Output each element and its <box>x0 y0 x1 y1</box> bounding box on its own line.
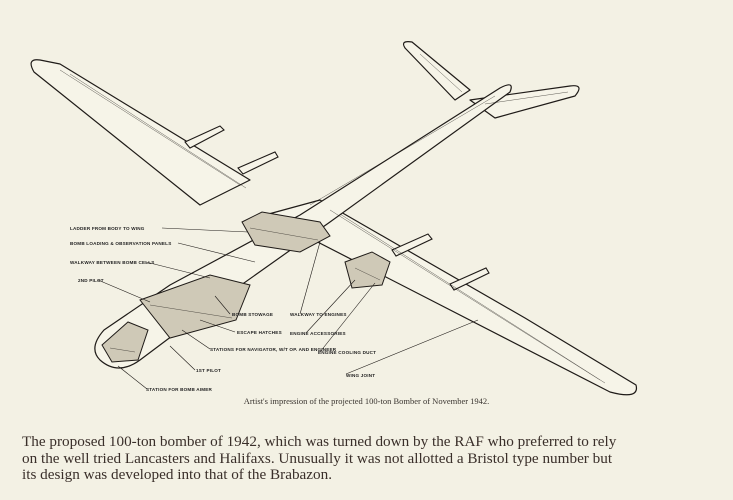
right-wing <box>264 199 638 396</box>
label-wing-joint: WING JOINT <box>346 373 375 378</box>
body-line: its design was developed into that of th… <box>22 466 333 483</box>
body-paragraph: The proposed 100-ton bomber of 1942, whi… <box>22 433 722 484</box>
label-bomb-stowage: BOMB STOWAGE <box>232 312 273 317</box>
engine-nacelle <box>449 267 490 291</box>
cutaway-wing-root <box>241 211 331 253</box>
bomber-illustration: LADDER FROM BODY TO WING BOMB LOADING & … <box>30 41 638 396</box>
body-line: on the well tried Lancasters and Halifax… <box>22 449 613 467</box>
label-second-pilot: 2ND PILOT <box>78 278 104 283</box>
label-engine-accessories: ENGINE ACCESSORIES <box>290 331 346 336</box>
tail-fin <box>402 41 471 101</box>
label-engine-cooling: ENGINE COOLING DUCT <box>318 350 376 355</box>
engine-nacelle <box>391 233 433 257</box>
cutaway-engine <box>344 251 391 289</box>
label-escape-hatches: ESCAPE HATCHES <box>237 330 282 335</box>
tail-plane <box>469 85 580 119</box>
figure-caption: Artist's impression of the projected 100… <box>243 396 490 406</box>
left-wing <box>30 59 251 206</box>
cutaway-nose <box>101 321 149 363</box>
label-bomb-loading: BOMB LOADING & OBSERVATION PANELS <box>70 241 171 246</box>
label-walkway-engines: WALKWAY TO ENGINES <box>290 312 347 317</box>
label-walkway-cells: WALKWAY BETWEEN BOMB CELLS <box>70 260 155 265</box>
engine-nacelle <box>184 125 225 149</box>
label-ladder: LADDER FROM BODY TO WING <box>70 226 145 231</box>
label-stations-nav: STATIONS FOR NAVIGATOR, W/T OP. AND ENGI… <box>210 347 337 352</box>
body-line: The proposed 100-ton bomber of 1942, whi… <box>22 433 617 450</box>
cutaway-fuselage <box>139 274 251 339</box>
label-first-pilot: 1ST PILOT <box>196 368 221 373</box>
engine-nacelle <box>237 151 279 175</box>
label-bomb-aimer: STATION FOR BOMB AIMER <box>146 387 213 392</box>
